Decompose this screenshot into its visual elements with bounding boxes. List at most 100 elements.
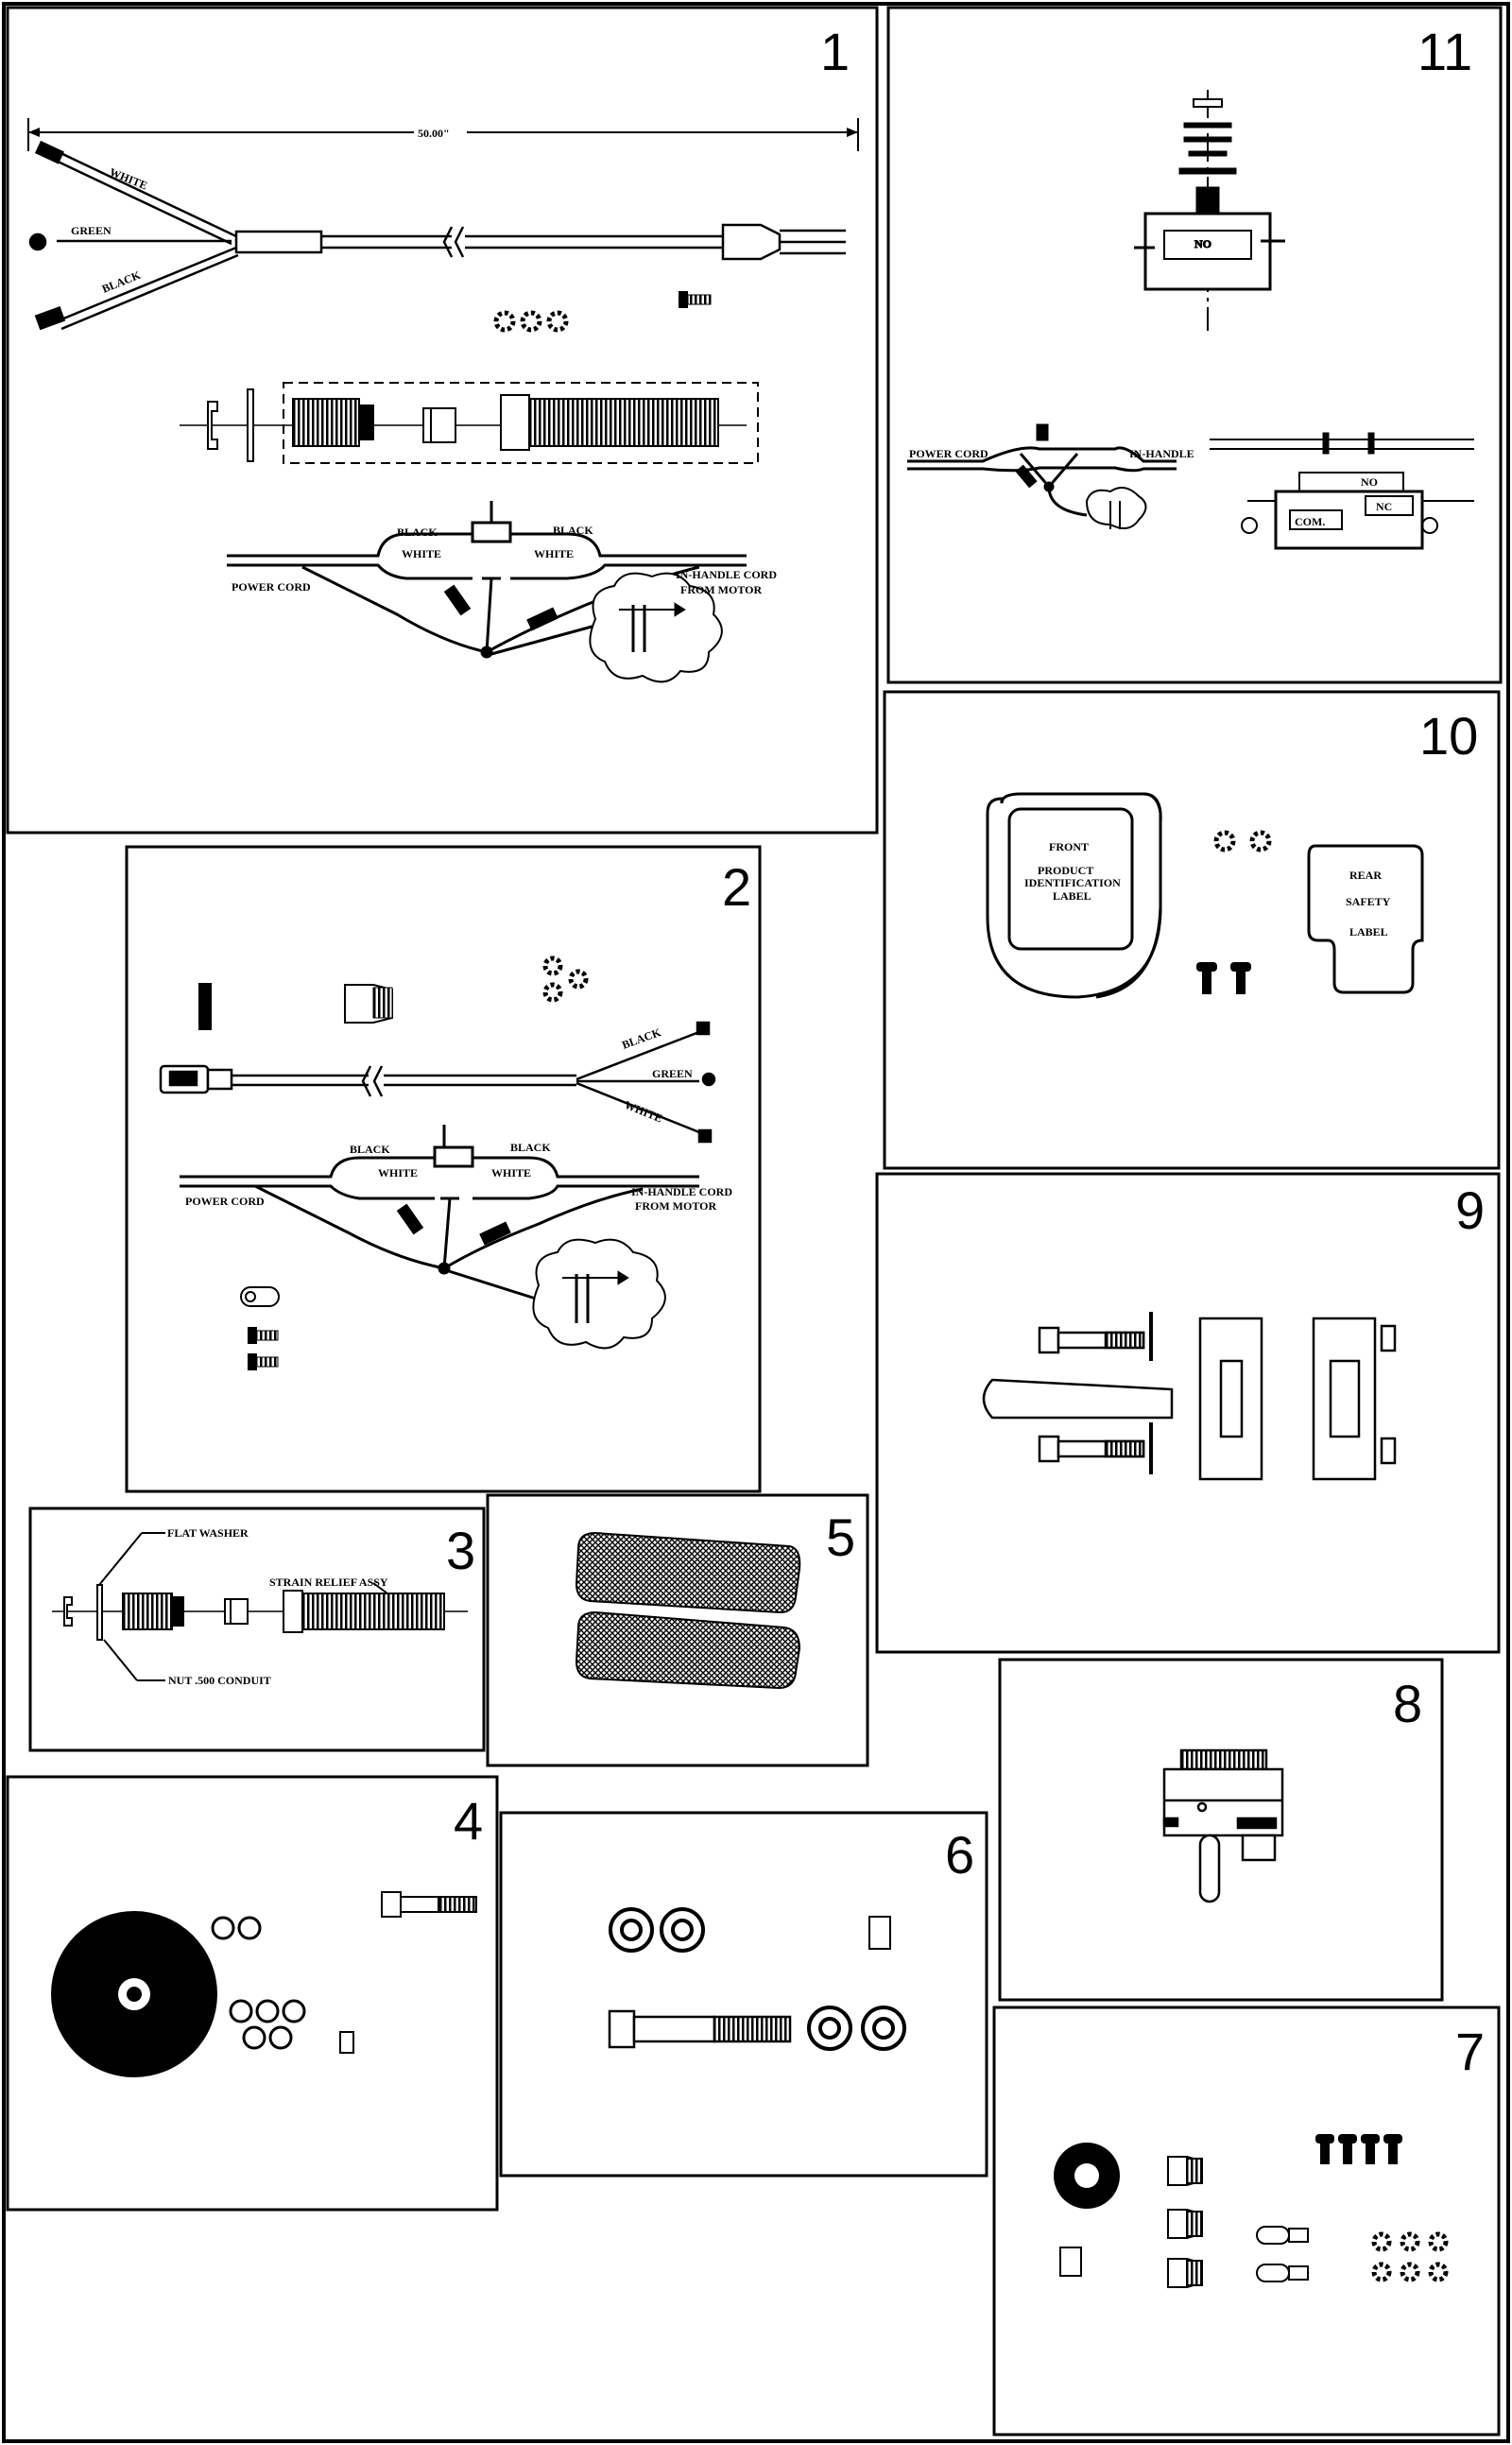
dimension-label: 50.00" — [418, 127, 450, 140]
switch-exploded-view: NO — [1134, 90, 1285, 331]
bracket-assembly — [982, 1312, 1397, 1481]
label-white-2: WHITE — [623, 1098, 664, 1126]
panel-10-number: 10 — [1419, 706, 1478, 766]
connector-clip-icon — [198, 983, 212, 1030]
panel-11: 11 NO POW — [886, 6, 1503, 684]
strain-relief-row — [180, 382, 759, 464]
label-from-motor-2: FROM MOTOR — [635, 1199, 716, 1213]
panel-3-number: 3 — [446, 1521, 475, 1580]
screw-icons-7 — [1315, 2134, 1402, 2164]
label-no: NO — [1361, 475, 1378, 489]
dimension-line: 50.00" — [27, 118, 859, 151]
label-power-cord: POWER CORD — [232, 580, 311, 594]
panel-4-frame — [6, 1775, 499, 2212]
switch-top-tag: NO — [1194, 237, 1211, 250]
label-nc: NC — [1376, 500, 1392, 513]
panel-9-frame — [875, 1172, 1501, 1654]
front-label-line-4: LABEL — [1053, 889, 1091, 903]
panel-6-number: 6 — [945, 1825, 974, 1885]
label-black-right-2: BLACK — [510, 1141, 551, 1154]
star-washer-icons-10 — [1213, 830, 1272, 852]
label-power-cord-2: POWER CORD — [185, 1195, 265, 1208]
panel-4: 4 — [6, 1775, 499, 2212]
panel-6: 6 — [499, 1811, 988, 2178]
panel-2-number: 2 — [722, 857, 751, 917]
bolt-icon-6 — [608, 2009, 792, 2049]
panel-8: 8 — [998, 1658, 1444, 2002]
panel-8-number: 8 — [1393, 1674, 1422, 1733]
panel-6-frame — [499, 1811, 988, 2178]
front-label-line-3: IDENTIFICATION — [1024, 876, 1121, 889]
front-label-housing — [986, 792, 1162, 999]
grip-pad-top — [575, 1531, 801, 1614]
rear-safety-label — [1307, 844, 1424, 994]
panel-1-frame — [6, 6, 879, 835]
label-in-handle-11: IN-HANDLE — [1129, 447, 1194, 460]
rear-label-line-1: REAR — [1349, 869, 1382, 882]
label-white-left: WHITE — [402, 547, 441, 560]
panel-3-frame — [28, 1507, 486, 1752]
label-white-right: WHITE — [534, 547, 574, 560]
switch-side-view — [1210, 432, 1474, 550]
label-strain-relief: STRAIN RELIEF ASSY — [269, 1575, 388, 1589]
bolt-icon-4 — [381, 1891, 477, 1918]
wiring-schematic-2 — [180, 1125, 699, 1350]
panel-9-number: 9 — [1455, 1180, 1485, 1240]
star-washer-icons-7 — [1371, 2231, 1449, 2282]
panel-10: 10 FRONT PRODUCT IDENTIFICATION LABEL RE… — [883, 690, 1501, 1170]
cord-with-plug — [159, 1021, 716, 1144]
label-in-handle-cord-2: IN-HANDLE CORD — [631, 1185, 732, 1198]
label-in-handle-cord: IN-HANDLE CORD — [676, 568, 777, 581]
screw-icons-2 — [248, 1327, 279, 1370]
star-washer-icons-2 — [542, 956, 589, 1003]
label-white-left-2: WHITE — [378, 1166, 418, 1179]
panel-5-number: 5 — [826, 1507, 855, 1567]
rear-label-line-2: SAFETY — [1346, 895, 1391, 908]
switch-part — [1162, 1748, 1284, 1903]
panel-4-number: 4 — [454, 1791, 483, 1851]
wire-label-green: GREEN — [71, 224, 112, 237]
panel-10-frame — [883, 690, 1501, 1170]
star-washer-icons — [493, 310, 569, 333]
label-black-left-2: BLACK — [350, 1143, 390, 1156]
panel-7-number: 7 — [1455, 2022, 1485, 2081]
spacer-icon-6 — [868, 1916, 891, 1950]
front-label-line-2: PRODUCT — [1038, 864, 1093, 877]
strain-relief-exploded — [52, 1532, 468, 1681]
panel-2: 2 BLACK GREEN WHITE — [125, 845, 762, 1493]
nut-icon-4 — [339, 2031, 354, 2054]
front-label-line-1: FRONT — [1049, 840, 1089, 853]
washer-icons-4 — [211, 1916, 306, 2050]
label-flat-washer: FLAT WASHER — [167, 1526, 249, 1540]
grip-pad-bottom — [575, 1610, 801, 1690]
panel-11-number: 11 — [1418, 22, 1472, 81]
washer-icons-6 — [609, 1907, 705, 1953]
panel-3: 3 FLAT WASHER STRAIN RELIEF ASSY NUT .50… — [28, 1507, 486, 1752]
label-green-2: GREEN — [652, 1067, 693, 1080]
panel-5: 5 — [486, 1493, 869, 1767]
ring-terminal-icons-7 — [1256, 2226, 1309, 2282]
panel-8-frame — [998, 1658, 1444, 2002]
label-nut-conduit: NUT .500 CONDUIT — [168, 1674, 271, 1687]
label-com: COM. — [1295, 515, 1325, 528]
rear-label-line-3: LABEL — [1349, 925, 1388, 938]
label-black-left: BLACK — [397, 525, 438, 539]
label-power-cord-11: POWER CORD — [909, 447, 988, 460]
ring-terminal-icon — [240, 1286, 280, 1307]
panel-1-number: 1 — [820, 22, 850, 81]
panel-9: 9 — [875, 1172, 1501, 1654]
cap-icon-7 — [1059, 2247, 1082, 2277]
label-from-motor: FROM MOTOR — [680, 583, 762, 596]
panel-7: 7 — [992, 2006, 1501, 2436]
wire-label-black: BLACK — [100, 268, 143, 296]
grommet-icon — [1054, 2143, 1120, 2209]
screw-icons-10 — [1196, 962, 1251, 994]
wiring-schematic — [227, 501, 747, 683]
disc-icon — [51, 1911, 217, 2077]
switch-wiring-detail — [907, 423, 1177, 529]
panel-7-frame — [992, 2006, 1501, 2436]
panel-11-frame — [886, 6, 1503, 684]
wire-nut-icons-7 — [1167, 2156, 1203, 2288]
